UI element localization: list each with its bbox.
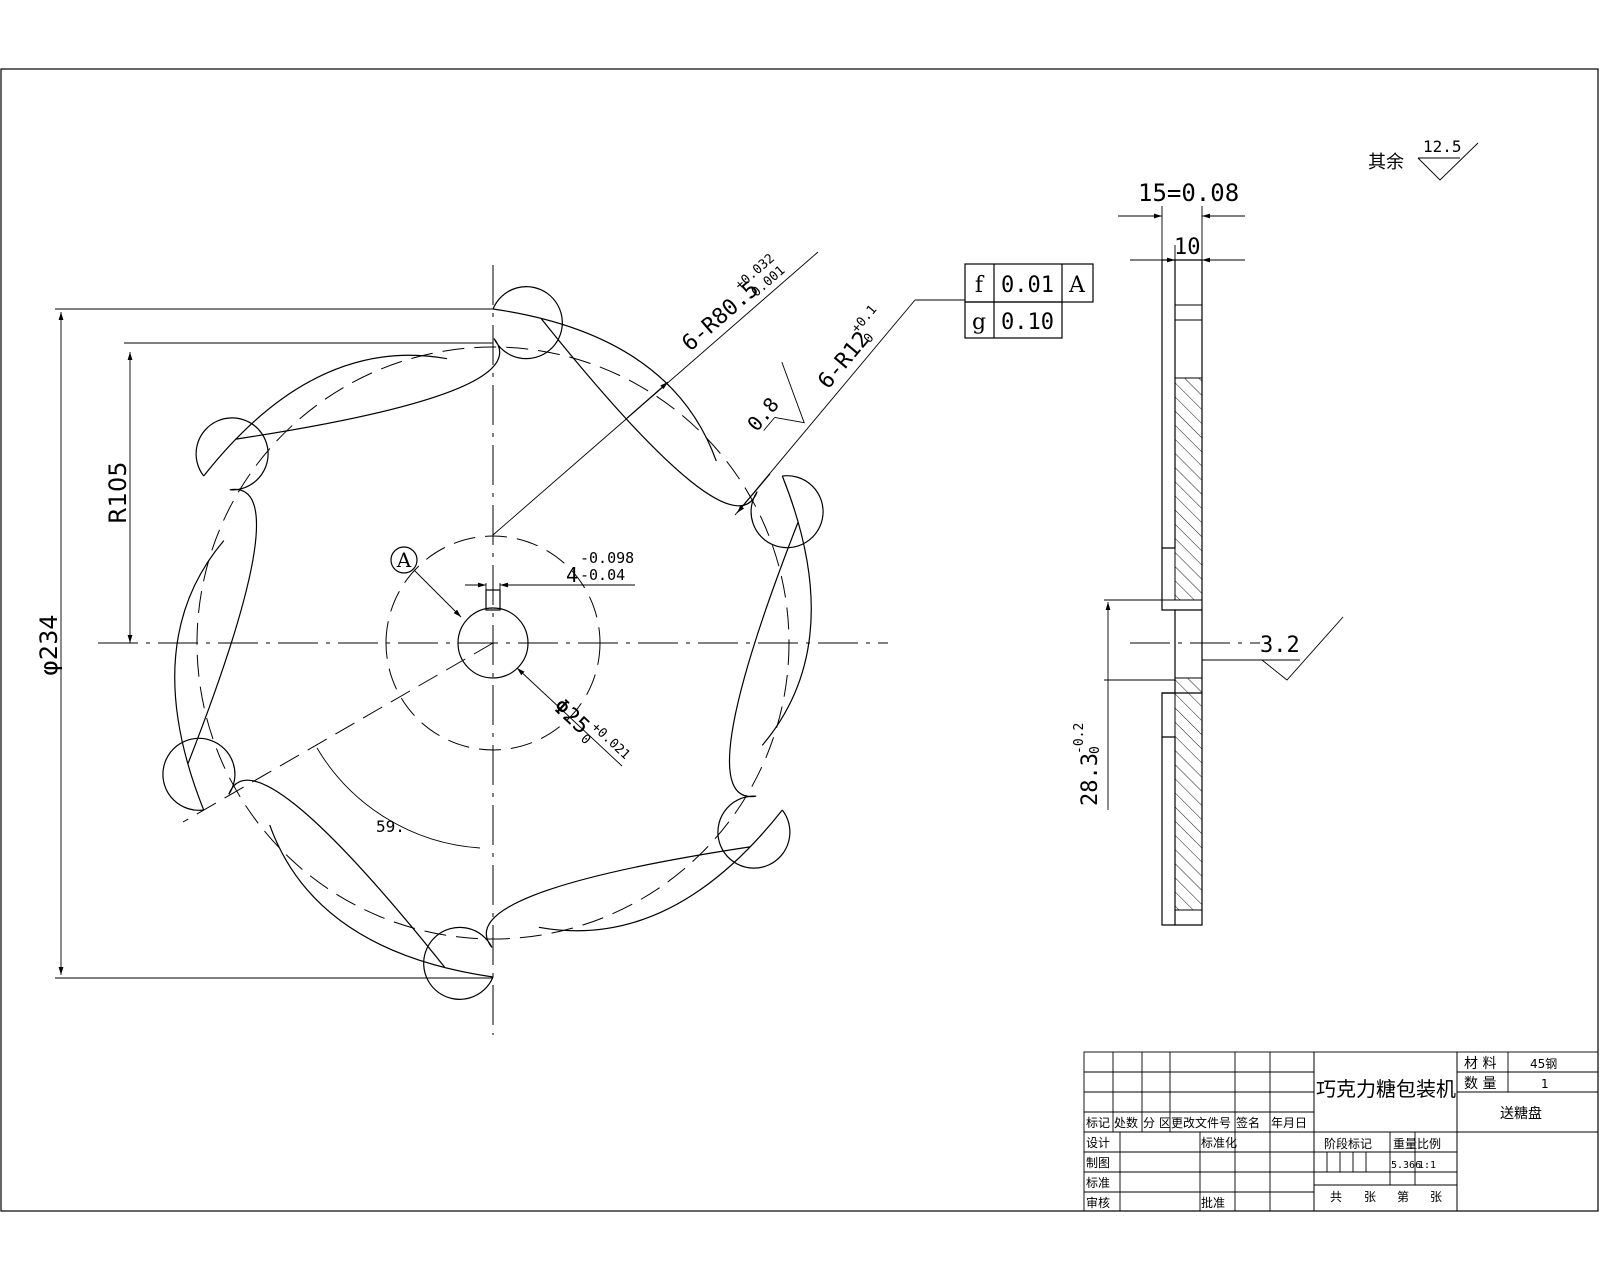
hub-thickness-dim: 10 bbox=[1174, 235, 1201, 260]
hub-arc-top bbox=[385, 535, 601, 644]
keyway-depth-lower-tol: 0 bbox=[1088, 746, 1103, 754]
outer-dia-dim: φ234 bbox=[35, 614, 63, 676]
keyway-depth-upper-tol: -0.2 bbox=[1072, 723, 1087, 754]
roughness-bore-value: 3.2 bbox=[1260, 633, 1300, 658]
weight-label: 重量 bbox=[1393, 1137, 1417, 1151]
keyway-lower-tol: -0.04 bbox=[580, 566, 625, 584]
general-roughness-label: 其余 bbox=[1368, 152, 1404, 173]
angle-ray bbox=[182, 642, 494, 823]
roughness-pocket-value: 0.8 bbox=[742, 393, 784, 436]
keyway-width-dim: 4 bbox=[566, 563, 578, 587]
tol-frame-2-symbol: g bbox=[972, 310, 986, 335]
bore-upper-tol: +0.021 bbox=[588, 720, 633, 763]
thickness-dim: 15=0.08 bbox=[1138, 179, 1239, 207]
scale-label: 比例 bbox=[1417, 1137, 1441, 1151]
role-standard: 标准 bbox=[1086, 1176, 1110, 1190]
sheet-label: 张 bbox=[1364, 1190, 1376, 1204]
pitch-circle bbox=[196, 346, 790, 940]
role-design: 设计 bbox=[1086, 1136, 1110, 1150]
rev-header-count: 处数 bbox=[1114, 1115, 1138, 1130]
front-view: 4 -0.098 -0.04 A Φ25 +0.021 0 6-R80.5 +0… bbox=[35, 251, 965, 1035]
scale-value: 1:1 bbox=[1418, 1160, 1436, 1171]
hub-arc-bottom bbox=[385, 642, 601, 751]
general-roughness-value: 12.5 bbox=[1423, 137, 1462, 156]
role-draft: 制图 bbox=[1086, 1156, 1110, 1170]
roughness-symbol-pocket bbox=[774, 362, 805, 424]
drawing-frame bbox=[0, 68, 1599, 1212]
datum-a-label: A bbox=[396, 548, 412, 572]
tol-frame-2-value: 0.10 bbox=[1001, 310, 1054, 335]
keyway-depth-dim: 28.3 bbox=[1078, 753, 1103, 806]
material-label: 材 料 bbox=[1464, 1056, 1496, 1072]
sheet-total-label: 共 bbox=[1330, 1190, 1342, 1204]
tol-frame-1-datum: A bbox=[1068, 273, 1086, 298]
rev-header-zone: 分 区 bbox=[1143, 1116, 1171, 1130]
datum-a-circle bbox=[390, 546, 418, 574]
tol-frame-1-symbol: f bbox=[975, 273, 985, 298]
weight-value: 5.366 bbox=[1391, 1160, 1421, 1171]
quantity-value: 1 bbox=[1541, 1077, 1549, 1091]
tolerance-frame: f 0.01 A g 0.10 bbox=[964, 263, 1094, 339]
bore-circle bbox=[457, 607, 529, 679]
rev-header-doc: 更改文件号 bbox=[1171, 1115, 1231, 1130]
rev-header-mark: 标记 bbox=[1086, 1116, 1110, 1130]
quantity-label: 数 量 bbox=[1464, 1076, 1496, 1092]
keyway-upper-tol: -0.098 bbox=[580, 549, 634, 567]
angle-arc bbox=[316, 747, 481, 849]
sheet-number-label: 第 bbox=[1397, 1190, 1409, 1204]
general-roughness: 其余 12.5 bbox=[1368, 137, 1479, 181]
sheet-label-2: 张 bbox=[1430, 1190, 1442, 1204]
angle-dim: 59. bbox=[376, 817, 405, 836]
side-view: 15=0.08 10 28.3 -0.2 0 3.2 bbox=[1072, 179, 1344, 926]
roughness-symbol-bore bbox=[1261, 616, 1344, 681]
approval-label: 批准 bbox=[1201, 1195, 1225, 1210]
role-review: 审核 bbox=[1086, 1195, 1110, 1210]
title-block: 标记 处数 分 区 更改文件号 签名 年月日 设计 制图 标准 审核 标准化 批… bbox=[1083, 1051, 1599, 1212]
stage-label: 阶段标记 bbox=[1324, 1136, 1372, 1151]
material-value: 45钢 bbox=[1530, 1057, 1557, 1071]
part-name: 送糖盘 bbox=[1500, 1105, 1542, 1122]
claw-profile bbox=[162, 286, 824, 1000]
pitch-radius-dim: R105 bbox=[104, 462, 132, 524]
rev-header-date: 年月日 bbox=[1271, 1116, 1307, 1130]
claw-outline bbox=[162, 286, 824, 1000]
product-name: 巧克力糖包装机 bbox=[1316, 1077, 1456, 1101]
standardization-label: 标准化 bbox=[1201, 1136, 1237, 1150]
tol-frame-1-value: 0.01 bbox=[1001, 273, 1054, 298]
rev-header-sign: 签名 bbox=[1236, 1115, 1260, 1130]
